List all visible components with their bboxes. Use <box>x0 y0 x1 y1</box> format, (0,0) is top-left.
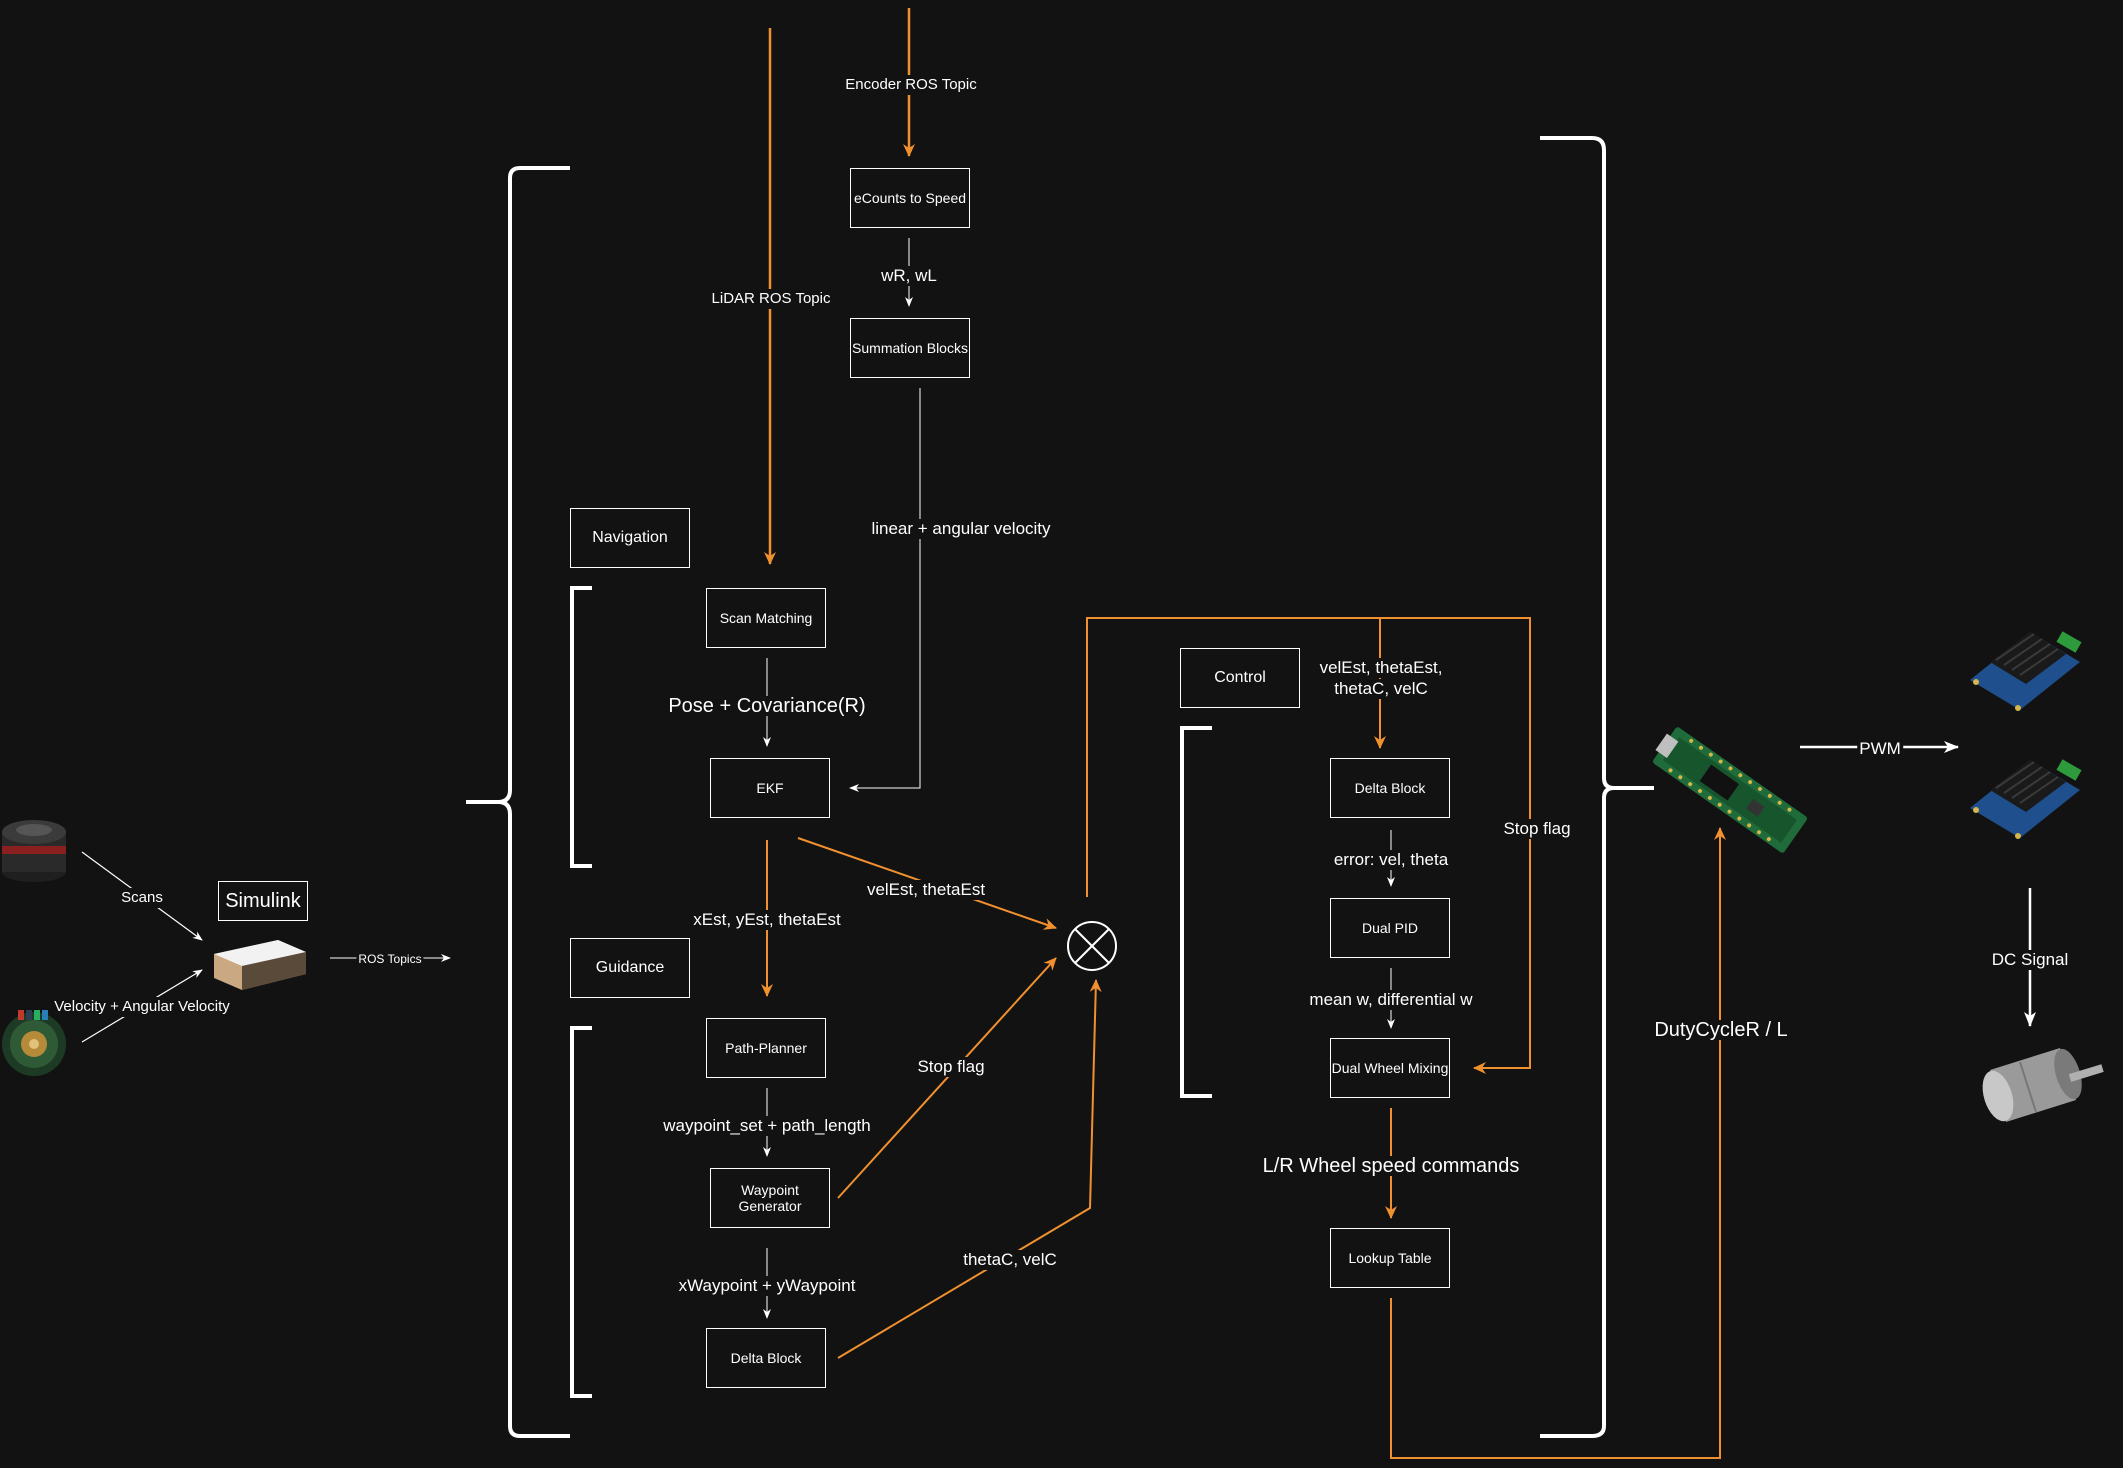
stop-flag-control-label: Stop flag <box>1501 819 1573 839</box>
x-y-waypoint-label: xWaypoint + yWaypoint <box>676 1276 858 1296</box>
ecounts-to-speed-block[interactable]: eCounts to Speed <box>850 168 970 228</box>
pwm-label: PWM <box>1857 739 1903 759</box>
encoder-topic-label: Encoder ROS Topic <box>843 75 979 95</box>
summing-junction-icon <box>1067 921 1117 971</box>
left-brace <box>466 166 570 1438</box>
vel-ang-vel-label: Velocity + Angular Velocity <box>52 997 232 1017</box>
ekf-block[interactable]: EKF <box>710 758 830 818</box>
delta-block-guidance[interactable]: Delta Block <box>706 1328 826 1388</box>
motor-driver-board-icon <box>1970 631 2082 711</box>
error-vel-theta-label: error: vel, theta <box>1331 850 1451 870</box>
control-label-box: Control <box>1180 648 1300 708</box>
waypoint-generator-block[interactable]: Waypoint Generator <box>710 1168 830 1228</box>
mean-diff-w-label: mean w, differential w <box>1307 990 1475 1010</box>
control-inputs-label-line1: velEst, thetaEst, <box>1317 658 1445 678</box>
dual-wheel-mixing-block[interactable]: Dual Wheel Mixing <box>1330 1038 1450 1098</box>
pose-covariance-label: Pose + Covariance(R) <box>666 695 868 717</box>
delta-block-control[interactable]: Delta Block <box>1330 758 1450 818</box>
control-bracket <box>1180 726 1212 1098</box>
waypoint-set-label: waypoint_set + path_length <box>661 1116 873 1136</box>
lidar-topic-label: LiDAR ROS Topic <box>709 289 833 309</box>
scan-matching-block[interactable]: Scan Matching <box>706 588 826 648</box>
scans-label: Scans <box>119 888 165 908</box>
vel-theta-est-label: velEst, thetaEst <box>864 880 988 900</box>
path-planner-block[interactable]: Path-Planner <box>706 1018 826 1078</box>
wr-wl-label: wR, wL <box>879 266 939 286</box>
teensy-board-icon <box>1653 727 1807 853</box>
navigation-bracket <box>570 586 592 868</box>
guidance-bracket <box>570 1026 592 1398</box>
dc-gear-motor-icon <box>1982 1048 2104 1122</box>
guidance-label-box: Guidance <box>570 938 690 998</box>
lidar-sensor-icon <box>2 820 66 882</box>
duty-cycle-label: DutyCycleR / L <box>1652 1019 1790 1041</box>
ros-topics-label: ROS Topics <box>356 949 424 969</box>
right-brace <box>1540 136 1654 1438</box>
lin-ang-velocity-label: linear + angular velocity <box>869 519 1053 539</box>
control-inputs-label-line2: thetaC, velC <box>1332 679 1430 699</box>
theta-vel-c-label: thetaC, velC <box>961 1250 1059 1270</box>
x-y-theta-est-label: xEst, yEst, thetaEst <box>691 910 843 930</box>
lr-wheel-cmds-label: L/R Wheel speed commands <box>1260 1155 1522 1177</box>
stop-flag-guidance-label: Stop flag <box>915 1057 987 1077</box>
summation-blocks-block[interactable]: Summation Blocks <box>850 318 970 378</box>
lookup-table-block[interactable]: Lookup Table <box>1330 1228 1450 1288</box>
navigation-label-box: Navigation <box>570 508 690 568</box>
simulink-block[interactable]: Simulink <box>218 881 308 921</box>
wheel-encoder-icon <box>2 1010 66 1076</box>
dc-signal-label: DC Signal <box>1989 950 2071 970</box>
motor-driver-board-icon <box>1970 759 2082 839</box>
dual-pid-block[interactable]: Dual PID <box>1330 898 1450 958</box>
